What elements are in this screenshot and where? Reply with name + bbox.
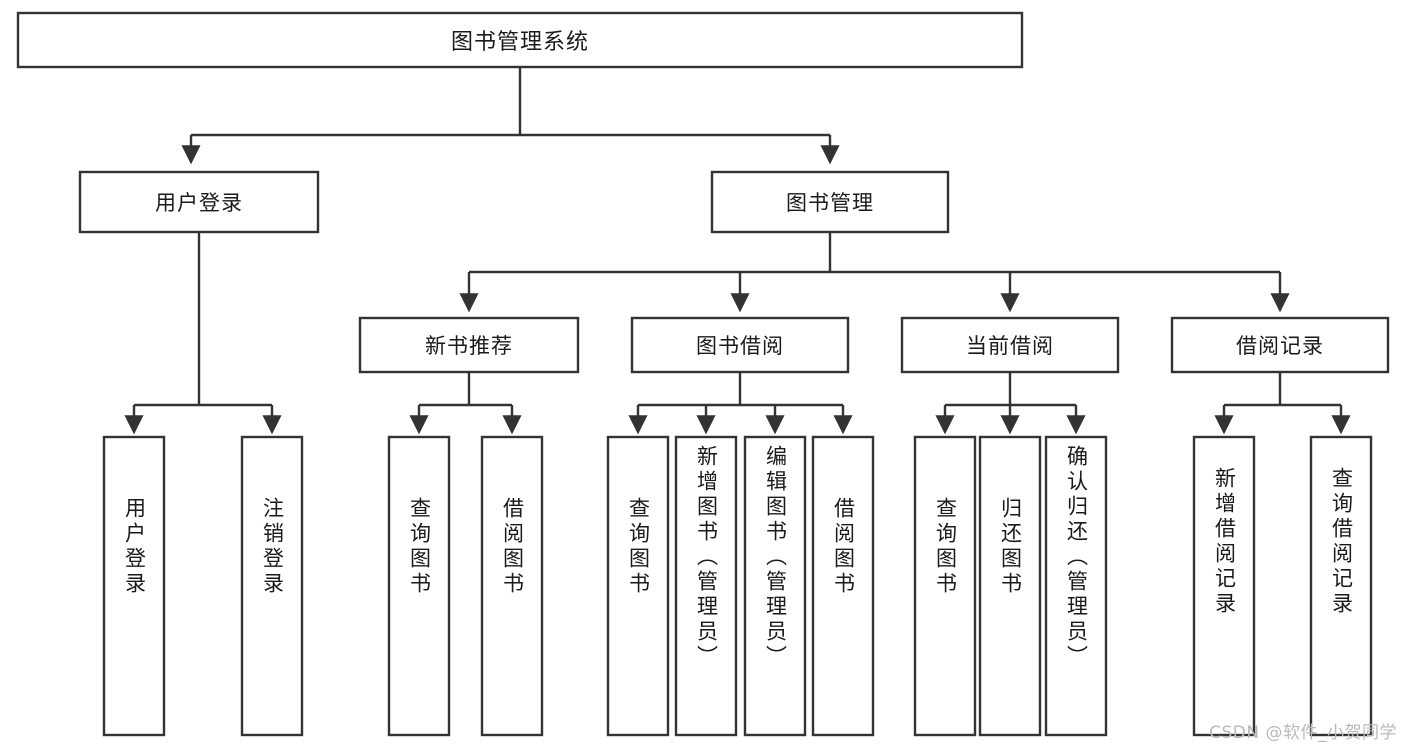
node-leaf-user-login[interactable]: [102, 435, 166, 737]
node-book-borrow[interactable]: [630, 316, 850, 374]
node-current-borrow[interactable]: [900, 316, 1120, 374]
node-root-book-management-system[interactable]: [16, 11, 1024, 69]
node-book-management[interactable]: [710, 170, 950, 234]
node-leaf-query-book-current[interactable]: [913, 435, 977, 737]
node-leaf-query-borrow-record[interactable]: [1309, 435, 1373, 737]
node-user-login[interactable]: [78, 170, 320, 234]
node-leaf-query-book-borrow[interactable]: [606, 435, 670, 737]
node-leaf-borrow-book-recommend[interactable]: [480, 435, 544, 737]
node-leaf-logout[interactable]: [240, 435, 304, 737]
node-leaf-query-book-recommend[interactable]: [387, 435, 451, 737]
node-new-book-recommend[interactable]: [358, 316, 580, 374]
node-leaf-add-book-admin[interactable]: [674, 435, 738, 737]
node-borrow-record[interactable]: [1170, 316, 1390, 374]
node-leaf-borrow-book[interactable]: [811, 435, 875, 737]
node-leaf-confirm-return-admin[interactable]: [1044, 435, 1108, 737]
node-leaf-edit-book-admin[interactable]: [743, 435, 807, 737]
node-leaf-return-book[interactable]: [978, 435, 1042, 737]
node-leaf-add-borrow-record[interactable]: [1192, 435, 1256, 737]
